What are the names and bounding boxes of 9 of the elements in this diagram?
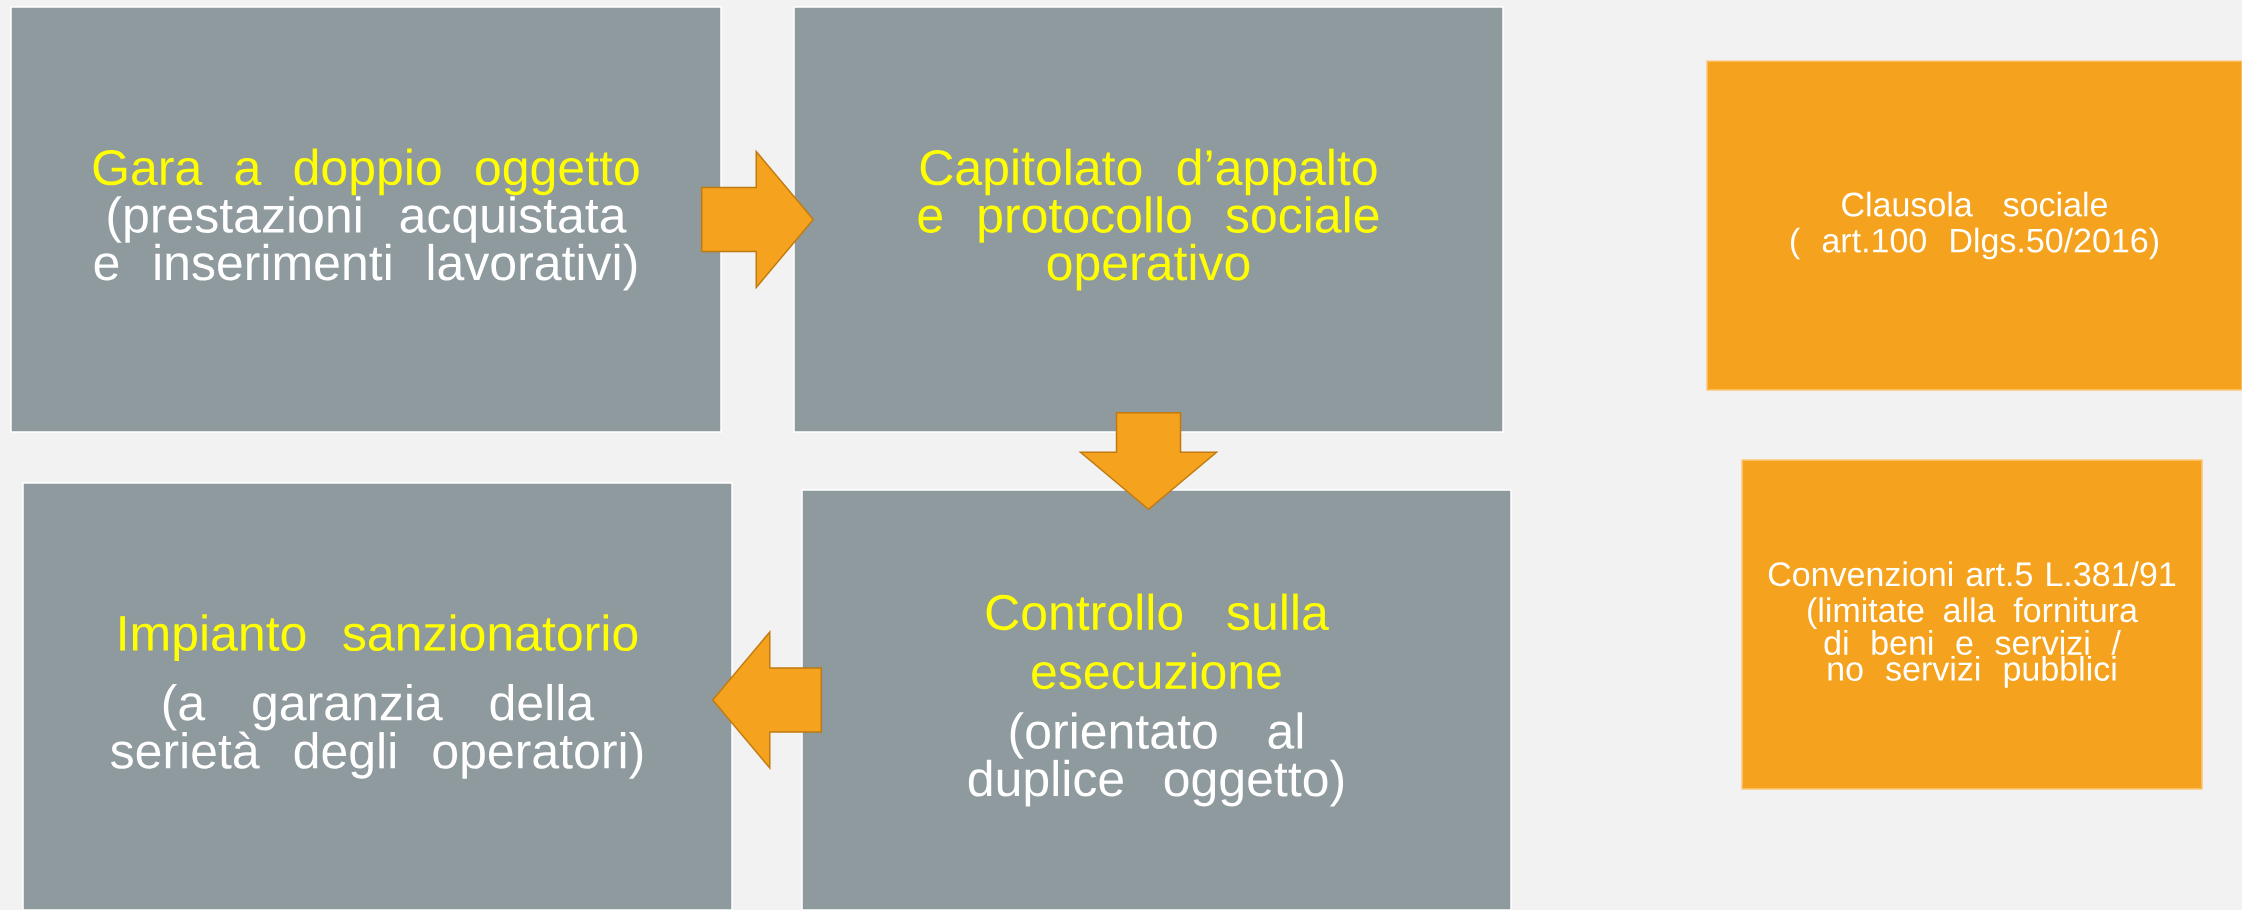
process-box: Impianto sanzionatorio (a garanzia della serietà degli operatori) bbox=[22, 482, 733, 910]
note-box: Clausola sociale ( art.100 Dlgs.50/2016) bbox=[1706, 60, 2242, 391]
process-box: Capitolato d’appalto e protocollo sociale operativo bbox=[793, 6, 1504, 433]
note-box: Convenzioni art.5 L.381/91 (limitate alla fornitura di beni e servizi / no servizi pubblici bbox=[1741, 459, 2203, 790]
block-arrow bbox=[1078, 412, 1219, 511]
process-box: Gara a doppio oggetto (prestazioni acquistata e inserimenti lavorativi) bbox=[10, 6, 722, 433]
block-arrow bbox=[711, 629, 822, 771]
process-box: Controllo sulla esecuzione (orientato al duplice oggetto) bbox=[801, 489, 1512, 910]
block-arrow bbox=[701, 149, 815, 290]
